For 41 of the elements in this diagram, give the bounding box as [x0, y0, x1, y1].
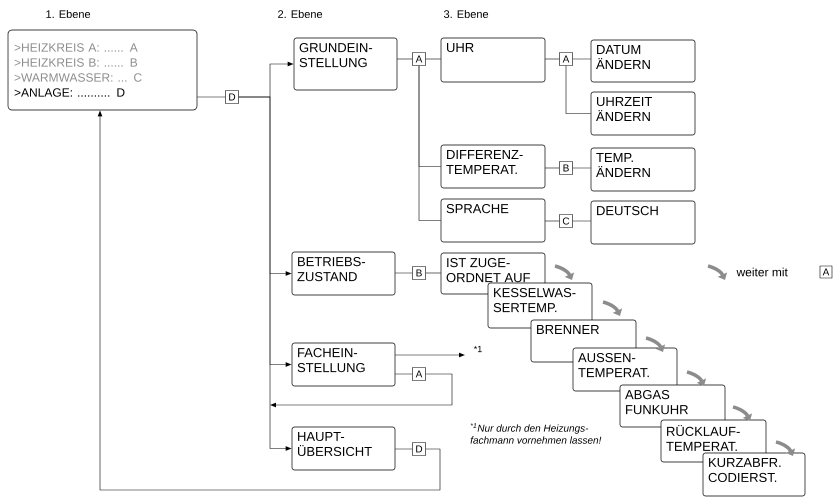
connector: [397, 58, 412, 60]
key-box: A: [412, 367, 426, 381]
level-heading: 1. Ebene: [46, 10, 90, 18]
edge-label: *1: [474, 346, 482, 352]
menu-box: DATUM ÄNDERN: [590, 40, 696, 82]
menu-box: UHR: [440, 38, 546, 82]
menu-box: UHRZEIT ÄNDERN: [590, 92, 696, 136]
connector: [197, 96, 226, 98]
key-box: D: [412, 442, 426, 456]
connector: [418, 66, 441, 221]
menu-box: HAUPT- ÜBERSICHT: [292, 426, 396, 470]
connector: [545, 220, 560, 222]
connector: [426, 272, 441, 274]
menu-box: TEMP. ÄNDERN: [590, 148, 696, 192]
connector: [395, 272, 412, 274]
key-box: D: [225, 90, 239, 104]
level-heading: 2. Ebene: [278, 10, 322, 18]
menu-box: DEUTSCH: [590, 200, 696, 244]
connector: [395, 448, 412, 450]
connector: [545, 58, 560, 60]
key-box: A: [820, 266, 832, 278]
footnote: $^{*1}$Nur durch den Heizungs- fachmann vornehmen lassen!: [470, 423, 602, 444]
legend-label: weiter mit: [736, 268, 788, 276]
menu-box: AUSSEN- TEMPERAT.: [572, 348, 678, 392]
menu-box: DIFFERENZ- TEMPERAT.: [440, 144, 546, 188]
menu-display: >HEIZKREIS A: ...... A >HEIZKREIS B: ...... B >WARMWASSER: ... C >ANLAGE: .......... D: [8, 30, 198, 110]
menu-box: KURZABFR. CODIERST.: [702, 452, 806, 496]
key-box: B: [412, 266, 426, 280]
key-box: B: [559, 161, 573, 175]
connector: [572, 58, 591, 60]
level-heading: 3. Ebene: [444, 10, 488, 18]
connector: [426, 58, 441, 60]
menu-box: FACHEIN- STELLUNG: [292, 342, 396, 386]
key-box: C: [559, 214, 573, 228]
menu-box: GRUNDEIN- STELLUNG: [294, 38, 398, 90]
menu-box: BETRIEBS- ZUSTAND: [292, 252, 396, 296]
connector: [572, 220, 591, 222]
menu-box: SPRACHE: [440, 198, 546, 242]
key-box: A: [559, 52, 573, 66]
connector: [566, 66, 591, 114]
key-box: A: [412, 52, 426, 66]
